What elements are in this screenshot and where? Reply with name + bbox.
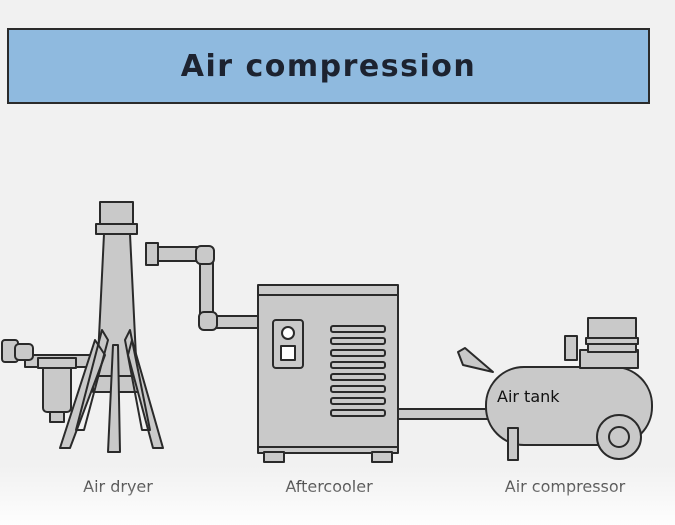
pipe-aftercooler-to-tank bbox=[397, 408, 494, 420]
air-dryer-label: Air dryer bbox=[83, 477, 153, 496]
air-tank-label: Air tank bbox=[497, 387, 560, 406]
diagram-title: Air compression bbox=[180, 48, 477, 84]
pipe-dryer-to-aftercooler bbox=[145, 242, 261, 331]
aftercooler-label: Aftercooler bbox=[285, 477, 373, 496]
air-compressor bbox=[457, 317, 653, 461]
air-dryer bbox=[37, 201, 164, 453]
air-compressor-label: Air compressor bbox=[505, 477, 626, 496]
aftercooler bbox=[257, 284, 399, 463]
title-banner: Air compression bbox=[7, 28, 650, 104]
